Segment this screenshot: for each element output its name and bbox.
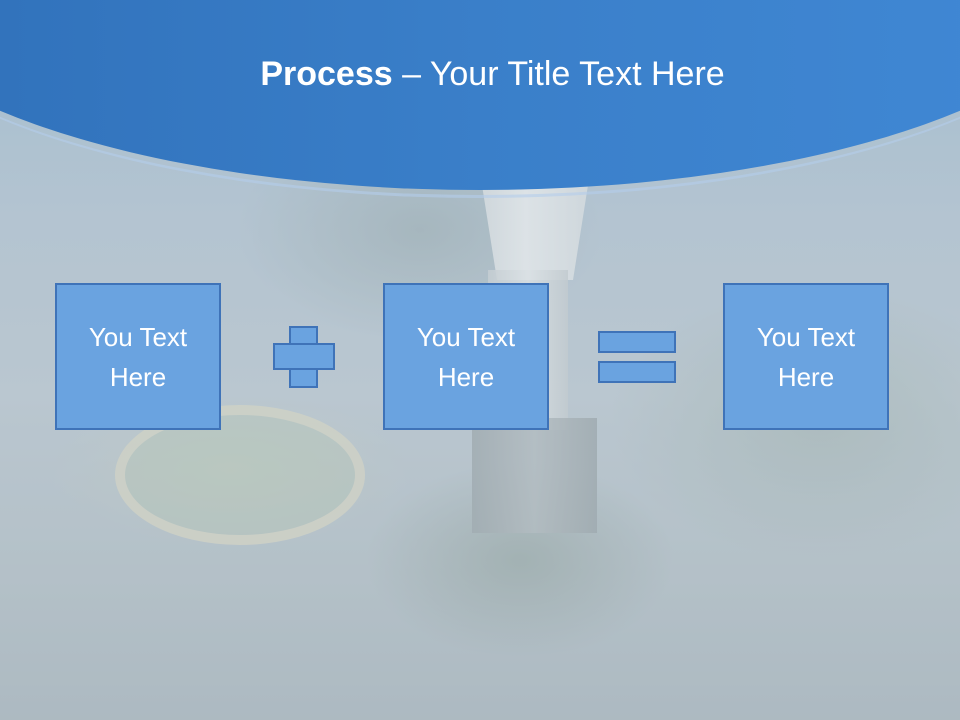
process-box-3: You Text Here bbox=[723, 283, 889, 430]
equals-icon-top-bar bbox=[598, 331, 676, 353]
process-box-1: You Text Here bbox=[55, 283, 221, 430]
process-box-2: You Text Here bbox=[383, 283, 549, 430]
plus-icon-center bbox=[291, 345, 316, 368]
title-rest-part: – Your Title Text Here bbox=[392, 55, 725, 93]
statue-pedestal-shape bbox=[472, 418, 597, 533]
slide-title: Process – Your Title Text Here bbox=[0, 52, 960, 96]
equals-icon-bottom-bar bbox=[598, 361, 676, 383]
header-curve-highlight bbox=[0, 0, 960, 198]
process-box-2-text: You Text Here bbox=[416, 321, 516, 392]
process-box-1-text: You Text Here bbox=[88, 321, 188, 392]
title-bold-part: Process bbox=[260, 55, 393, 93]
process-box-3-text: You Text Here bbox=[756, 321, 856, 392]
